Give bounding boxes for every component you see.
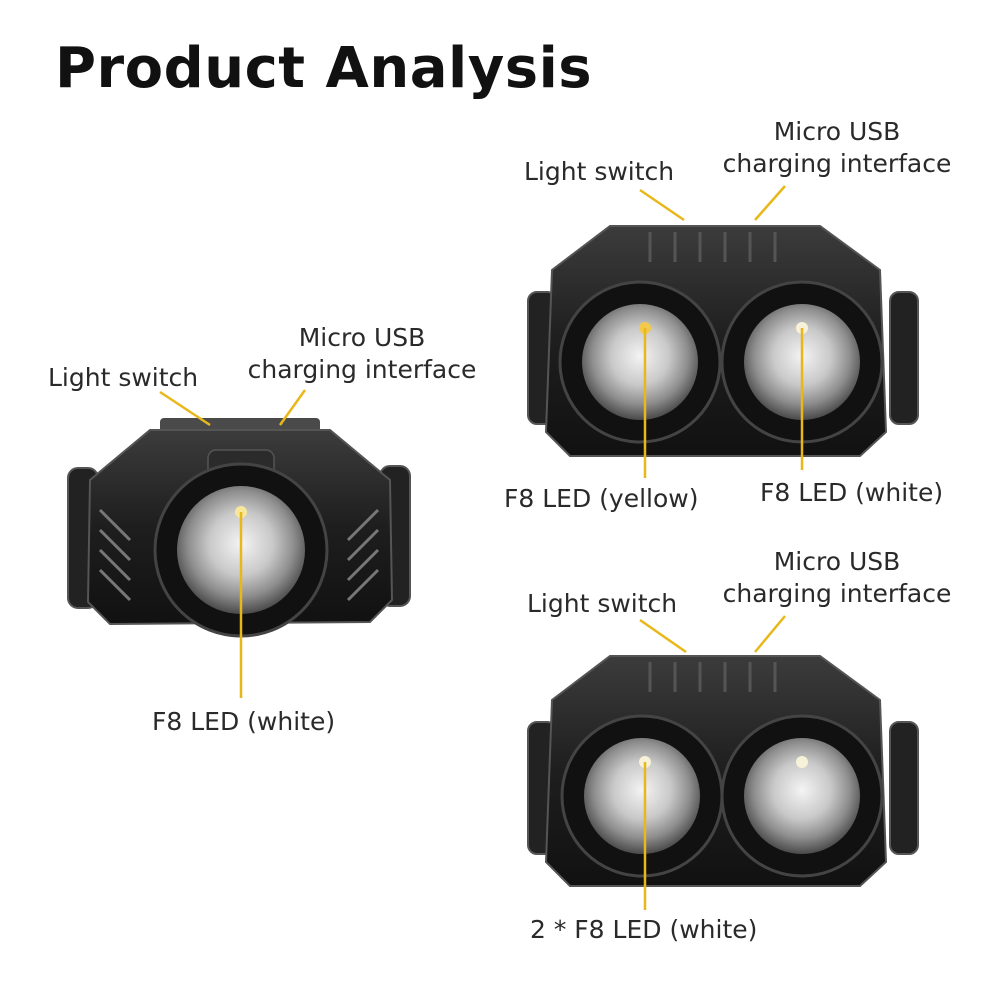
p3-led-dot-right [796, 756, 808, 768]
p1-usb-label-line1: Micro USB [298, 323, 426, 352]
p3-usb-label-line2: charging interface [722, 579, 952, 608]
p1-leader-lines [159, 389, 307, 698]
p3-led-label: 2 * F8 LED (white) [530, 915, 758, 944]
p1-usb-label-line2: charging interface [247, 355, 477, 384]
p2-strap-clip-right [889, 291, 919, 425]
p3-lens-right [744, 738, 860, 854]
page-title: Product Analysis [55, 36, 593, 101]
p2-leader-lines [639, 185, 804, 478]
p1-side-grooves [98, 508, 380, 602]
p2-led-yellow-label: F8 LED (yellow) [504, 484, 699, 513]
p3-strap-clip-right [889, 721, 919, 855]
p2-usb-label: Micro USB charging interface [712, 116, 962, 180]
p2-led-white-label: F8 LED (white) [760, 478, 944, 507]
p2-lens-left [582, 304, 698, 420]
p1-led-label: F8 LED (white) [152, 707, 336, 736]
p2-top-ribs [648, 232, 777, 262]
p2-usb-label-line1: Micro USB [773, 117, 901, 146]
dual-headlamp-icon [527, 615, 919, 910]
p1-light-switch-label: Light switch [48, 363, 199, 392]
p1-usb-label: Micro USB charging interface [238, 322, 486, 386]
p3-usb-label: Micro USB charging interface [712, 546, 962, 610]
p3-light-switch-label: Light switch [527, 589, 678, 618]
p3-top-ribs [648, 662, 777, 692]
p3-lens-left [584, 738, 700, 854]
p3-leader-lines [639, 615, 786, 910]
p2-light-switch-label: Light switch [524, 157, 675, 186]
p3-usb-label-line1: Micro USB [773, 547, 901, 576]
single-headlamp-icon [67, 389, 411, 698]
p2-usb-label-line2: charging interface [722, 149, 952, 178]
dual-headlamp-icon [527, 185, 919, 478]
